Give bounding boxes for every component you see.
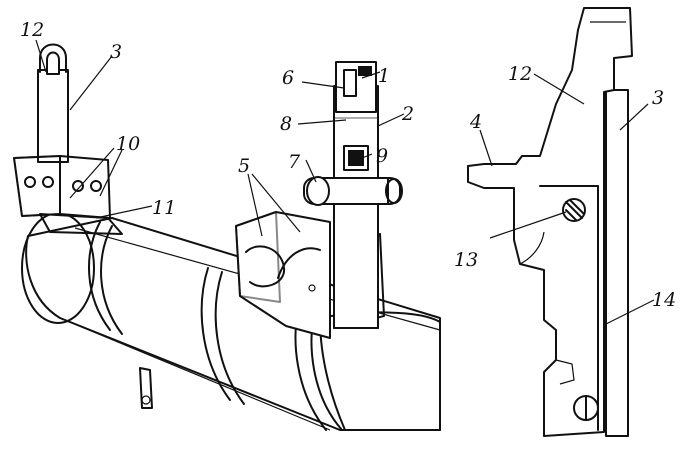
callout-2: 2 [401,103,414,125]
callout-1: 1 [378,65,390,87]
callout-3-left: 3 [110,41,122,63]
callout-3-right: 3 [652,87,664,109]
callout-12-right: 12 [508,63,532,85]
callout-10: 10 [116,133,140,155]
callout-labels: 12 3 10 11 5 6 1 8 2 7 9 12 3 4 13 14 [20,19,676,311]
callout-4: 4 [469,111,482,133]
callout-8: 8 [280,113,292,135]
callout-13: 13 [454,249,478,271]
callout-14: 14 [652,289,676,311]
rear-sight [13,43,123,235]
sight-section-view [467,7,633,437]
callout-12-left: 12 [20,19,44,41]
callout-7: 7 [288,151,301,173]
launcher-tube [21,212,441,431]
callout-5: 5 [238,155,250,177]
leader-lines [35,39,655,325]
callout-9: 9 [376,145,388,167]
front-sight [235,61,403,339]
callout-11: 11 [152,197,176,219]
callout-6: 6 [282,67,294,89]
